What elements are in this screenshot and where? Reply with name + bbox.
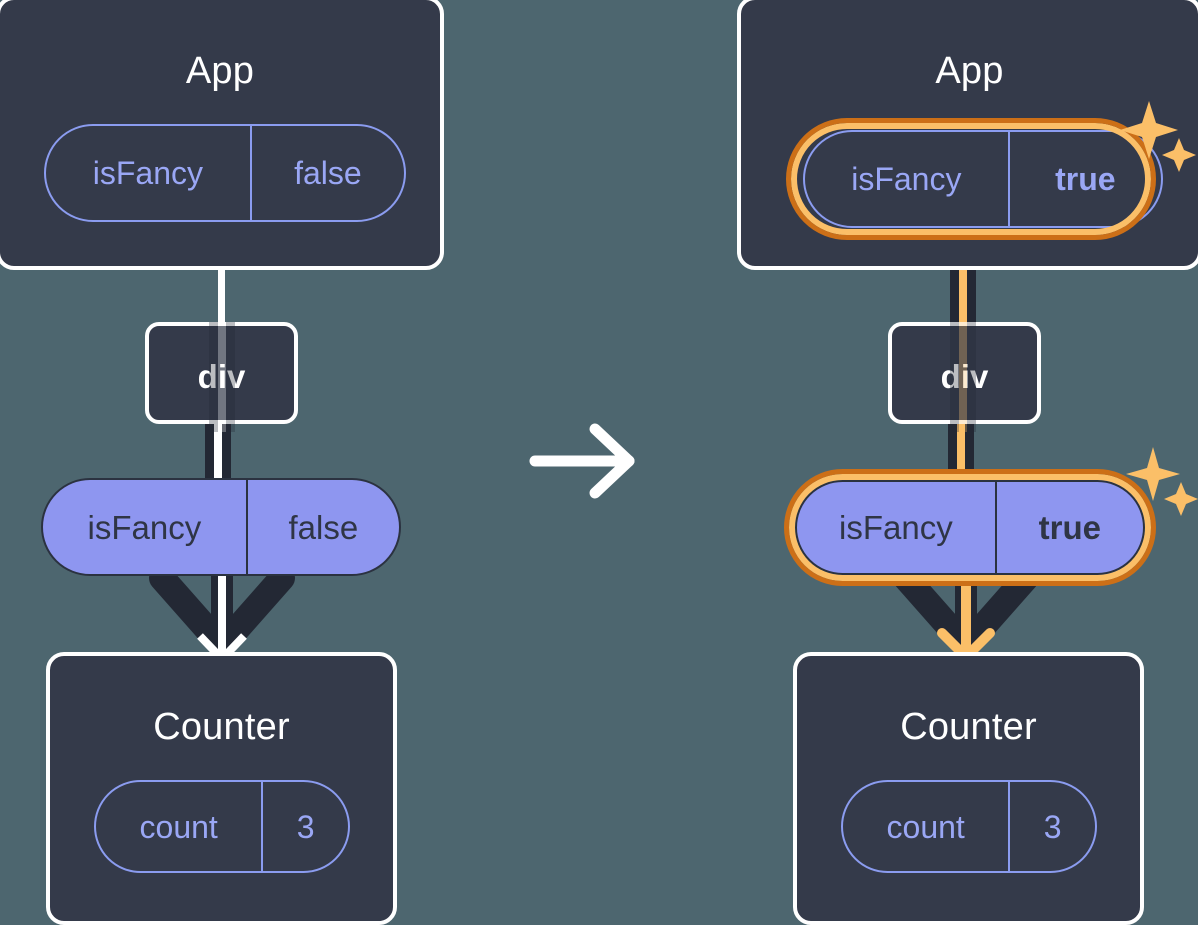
element-card-div-before: div	[145, 322, 298, 432]
state-key-isfancy-before: isFancy	[92, 155, 203, 191]
state-pill-isfancy-before[interactable]: isFancy false	[44, 124, 406, 222]
edge-prop-to-counter-after	[893, 565, 1039, 662]
state-key-isfancy-after: isFancy	[851, 161, 962, 197]
state-value-isfancy-after: true	[1007, 132, 1161, 226]
component-card-counter-after: Counter count 3	[793, 652, 1144, 925]
component-card-counter-before: Counter count 3	[46, 652, 397, 925]
state-value-count-before: 3	[261, 782, 348, 871]
edge-div-to-prop-before	[205, 420, 231, 482]
edge-rail-through-div-before	[209, 322, 235, 432]
prop-pill-isfancy-after[interactable]: isFancy true	[795, 480, 1145, 575]
edge-app-to-div-before	[218, 262, 225, 324]
state-value-count-after: 3	[1008, 782, 1095, 871]
sparkle-icon-app-after	[1120, 101, 1196, 172]
state-pill-count-before[interactable]: count 3	[94, 780, 350, 873]
state-value-isfancy-before: false	[249, 126, 404, 220]
state-pill-isfancy-after[interactable]: isFancy true	[803, 130, 1163, 228]
edge-prop-to-counter-before	[149, 565, 295, 665]
component-name-app-before: App	[185, 50, 255, 92]
edge-rail-through-div-after	[950, 322, 976, 432]
prop-key-isfancy-before: isFancy	[87, 508, 202, 546]
prop-key-isfancy-after: isFancy	[839, 509, 953, 546]
component-card-app-before: App isFancy false	[0, 0, 444, 270]
component-card-app-after: App isFancy true	[737, 0, 1198, 270]
edge-div-to-prop-after	[948, 420, 974, 482]
state-key-count-before: count	[139, 808, 218, 845]
state-key-count-after: count	[886, 808, 965, 845]
component-name-counter-after: Counter	[900, 706, 1037, 748]
element-name-div-before: div	[149, 360, 294, 393]
element-name-div-after: div	[892, 360, 1037, 393]
prop-value-isfancy-before: false	[245, 480, 399, 574]
prop-value-isfancy-after: true	[994, 482, 1143, 573]
arrow-right-icon	[529, 423, 635, 499]
prop-pill-isfancy-before[interactable]: isFancy false	[41, 478, 401, 576]
component-name-counter-before: Counter	[153, 706, 290, 748]
element-card-div-after: div	[888, 322, 1041, 432]
state-pill-count-after[interactable]: count 3	[841, 780, 1097, 873]
edge-app-to-div-after	[950, 218, 976, 328]
component-name-app-after: App	[935, 50, 1004, 92]
sparkle-icon-prop-after	[1126, 447, 1198, 516]
